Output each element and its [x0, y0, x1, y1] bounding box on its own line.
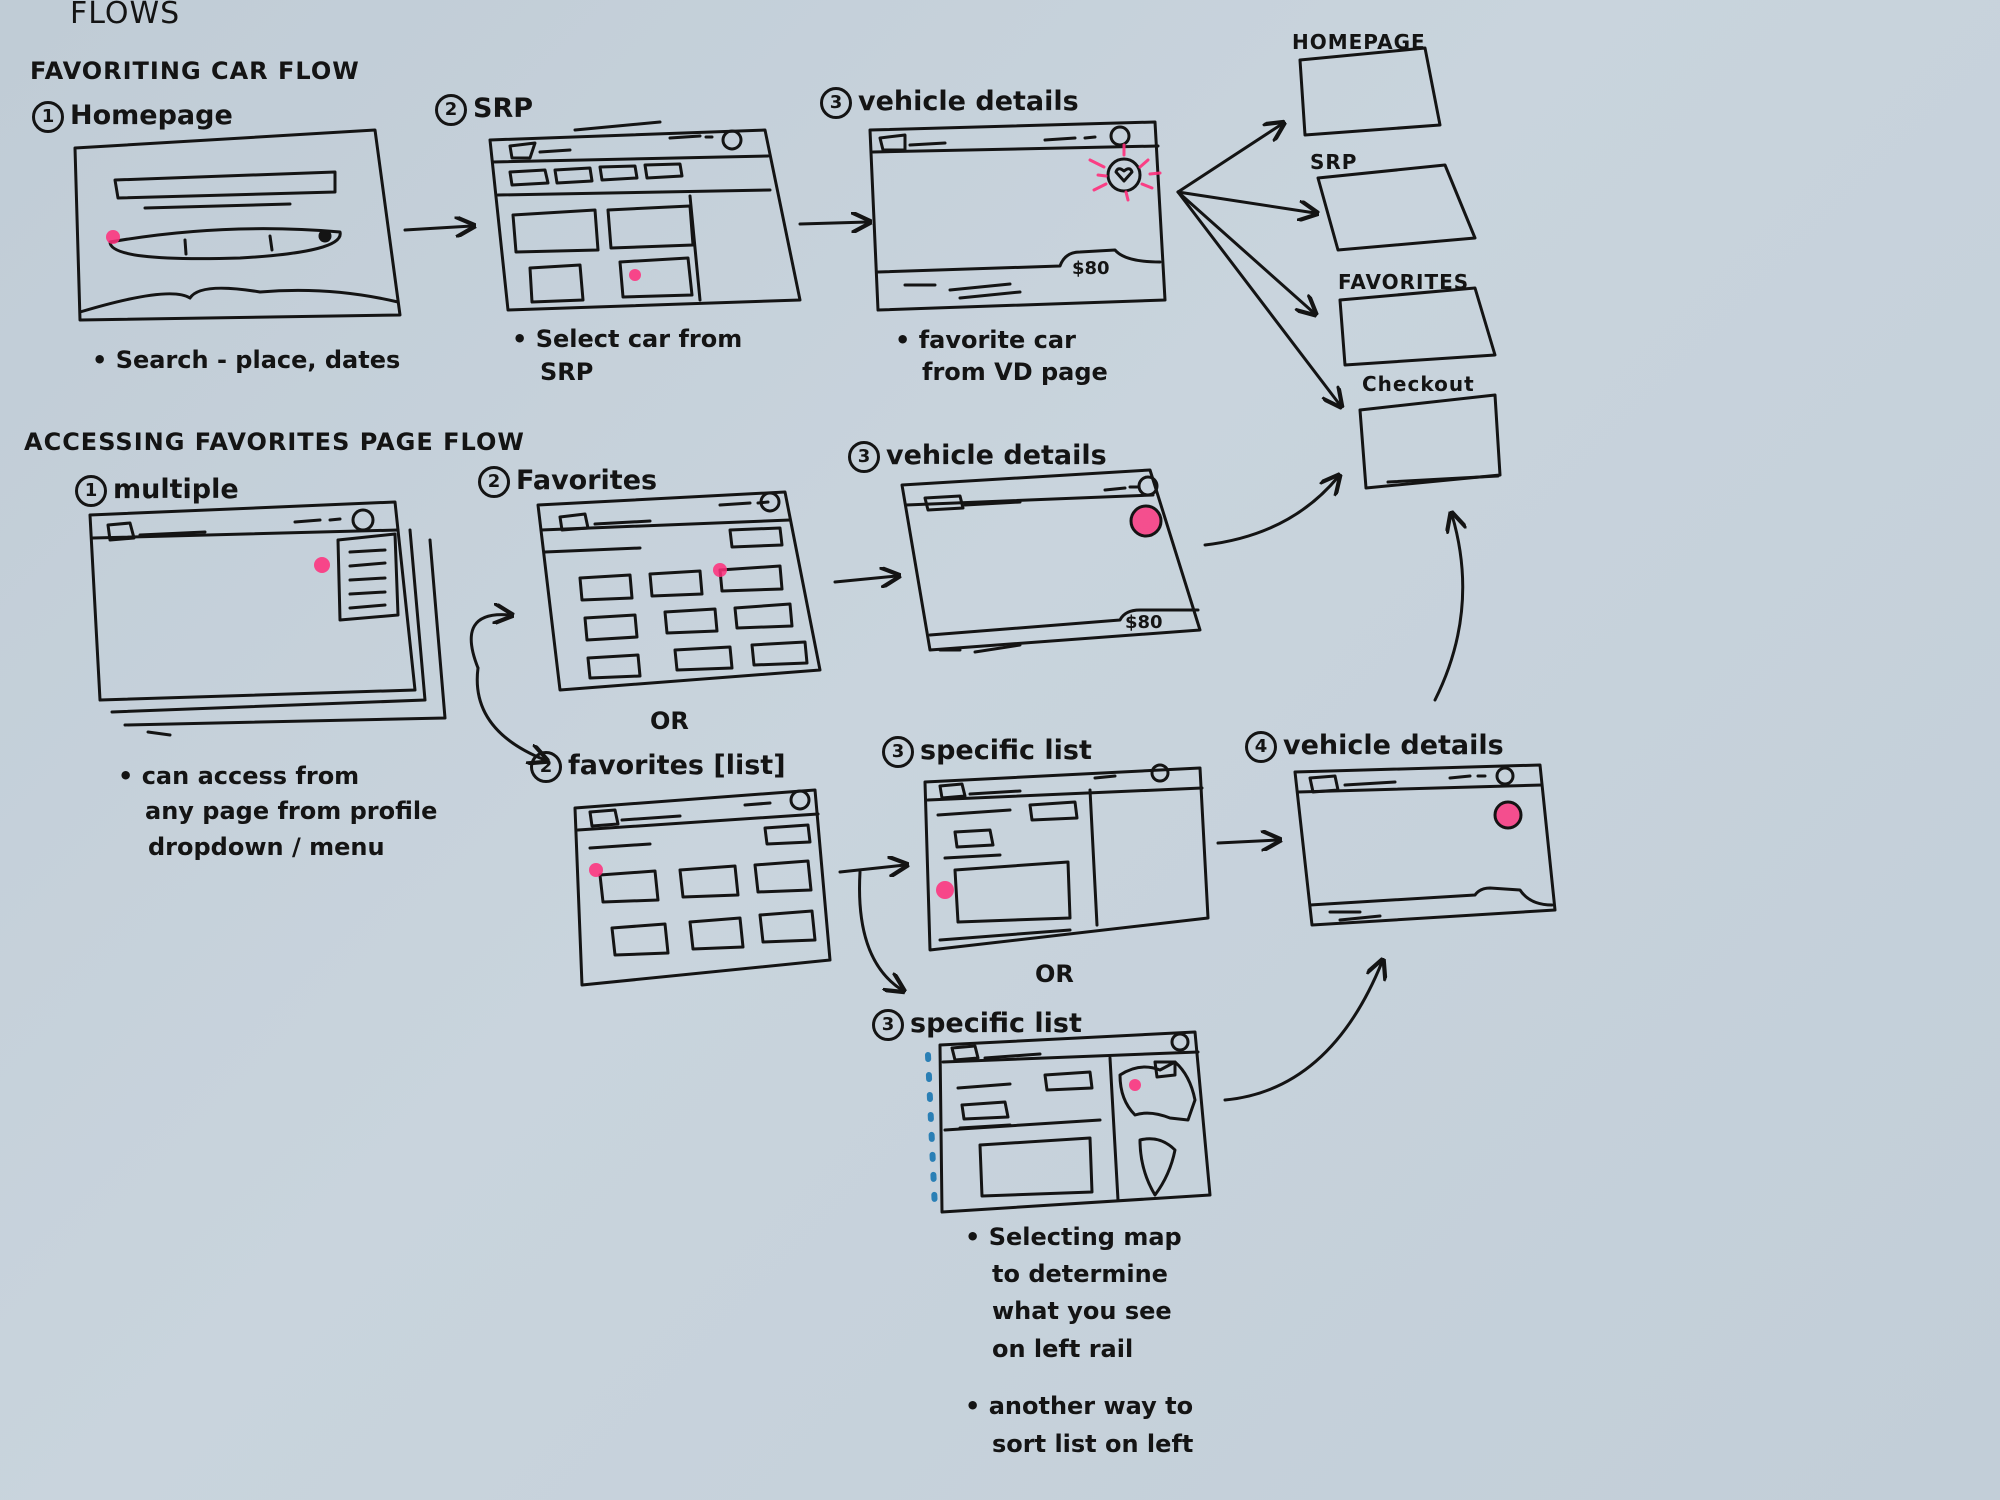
destination-favorites-label: FAVORITES [1338, 270, 1470, 294]
flow-arrows [403, 124, 1463, 1102]
step-number: 2 [530, 750, 562, 783]
homepage-wireframe [73, 128, 402, 322]
step-number: 2 [478, 465, 510, 498]
step-title: vehicle details [1283, 730, 1504, 761]
vehicle-details-wireframe-2 [900, 468, 1202, 654]
note-sort-line-2: sort list on left [992, 1430, 1194, 1458]
highlight-dot [936, 881, 954, 899]
multiple-pages-wireframe [88, 500, 447, 737]
destination-homepage-label: HOMEPAGE [1292, 30, 1426, 54]
step-title: specific list [920, 735, 1092, 766]
highlight-dot [314, 557, 330, 573]
destination-srp [1316, 163, 1477, 252]
highlight-dot [1131, 506, 1161, 536]
note-srp-line-2: SRP [540, 358, 594, 386]
or-label: OR [1035, 960, 1074, 988]
note-srp-line-1: Select car from [512, 325, 743, 354]
price-label: $80 [1125, 612, 1163, 633]
step-number: 3 [820, 86, 852, 119]
price-label: $80 [1072, 258, 1110, 279]
destination-favorites [1338, 286, 1497, 367]
note-vd-line-2: from VD page [922, 358, 1108, 386]
highlight-dot [106, 230, 120, 244]
favorites-list-wireframe [573, 788, 832, 987]
step-title: favorites [list] [568, 750, 786, 781]
step-number: 3 [848, 440, 880, 473]
highlight-dot [713, 563, 727, 577]
note-multiple-line-2: any page from profile [145, 797, 438, 825]
step-title: multiple [113, 474, 239, 505]
note-multiple-line-1: can access from [118, 762, 360, 791]
specific-list-map-wireframe [925, 1030, 1212, 1214]
highlight-dot [1129, 1079, 1141, 1091]
section-favoriting-car-flow: FAVORITING CAR FLOW [30, 57, 360, 85]
note-vd-line-1: favorite car [895, 326, 1076, 355]
step-number: 3 [872, 1008, 904, 1041]
step-number: 1 [32, 100, 64, 133]
step-title: Homepage [70, 100, 233, 131]
vehicle-details-wireframe-3 [1293, 763, 1557, 927]
srp-wireframe [488, 120, 802, 312]
or-label: OR [650, 707, 689, 735]
note-map-line-2: to determine [992, 1260, 1168, 1288]
step-number: 2 [435, 93, 467, 126]
step-title: SRP [473, 93, 534, 124]
note-multiple-line-3: dropdown / menu [148, 833, 385, 861]
step-number: 4 [1245, 730, 1277, 763]
note-homepage: Search - place, dates [92, 346, 401, 375]
note-map-line-4: on left rail [992, 1335, 1134, 1363]
page-title: FLOWS [70, 0, 181, 31]
section-accessing-favorites-flow: ACCESSING FAVORITES PAGE FLOW [24, 428, 525, 456]
step-title: Favorites [516, 465, 658, 496]
destination-checkout-label: Checkout [1362, 372, 1475, 396]
highlight-dot [629, 269, 641, 281]
note-map-line-3: what you see [992, 1297, 1172, 1325]
step-number: 1 [75, 474, 107, 507]
step-title: specific list [910, 1008, 1082, 1039]
note-sort-line-1: another way to [965, 1392, 1193, 1421]
highlight-dot [589, 863, 603, 877]
step-number: 3 [882, 735, 914, 768]
vehicle-details-wireframe-1 [868, 120, 1167, 312]
specific-list-wireframe-1 [923, 763, 1210, 952]
destination-homepage [1298, 46, 1442, 137]
destination-checkout [1358, 393, 1502, 490]
note-map-line-1: Selecting map [965, 1223, 1182, 1252]
step-title: vehicle details [858, 86, 1079, 117]
step-title: vehicle details [886, 440, 1107, 471]
destination-srp-label: SRP [1310, 150, 1358, 174]
favorites-grid-wireframe [536, 490, 822, 692]
highlight-dot [1495, 802, 1521, 828]
